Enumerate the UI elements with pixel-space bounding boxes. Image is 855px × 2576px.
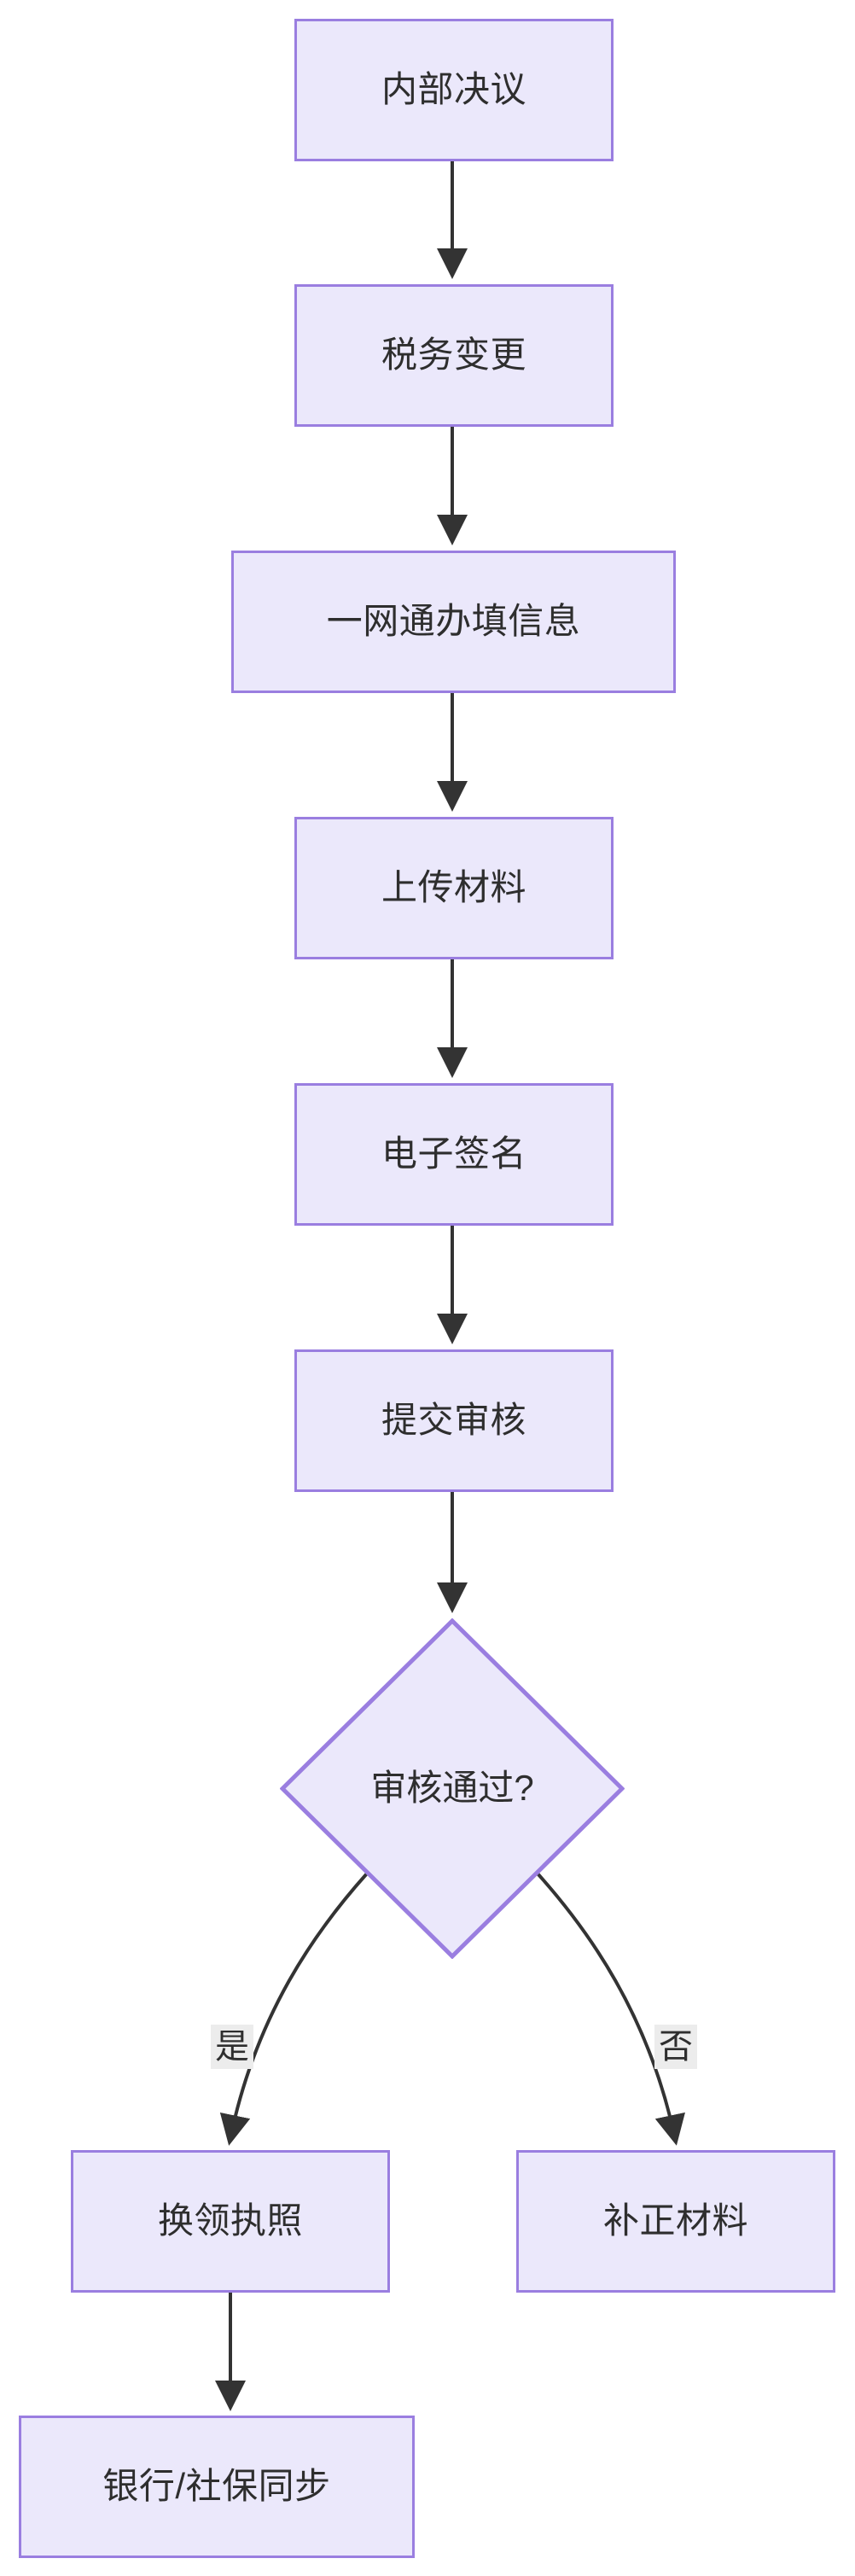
node-label: 银行/社保同步: [102, 2466, 331, 2507]
edge-label-text: 否: [659, 2028, 693, 2066]
node-label: 提交审核: [381, 1400, 526, 1441]
edge-label-no: 否: [654, 2025, 697, 2069]
node-internal-resolution[interactable]: 内部决议: [294, 19, 614, 161]
edge-label-yes: 是: [211, 2025, 253, 2069]
diamond-icon: [280, 1618, 625, 1959]
node-electronic-signature[interactable]: 电子签名: [294, 1083, 614, 1226]
node-label: 税务变更: [381, 335, 526, 376]
node-upload-materials[interactable]: 上传材料: [294, 817, 614, 959]
node-label: 一网通办填信息: [326, 601, 581, 642]
node-label: 审核通过?: [370, 1768, 534, 1809]
node-label: 上传材料: [381, 867, 526, 908]
node-review-passed-decision[interactable]: 审核通过?: [280, 1618, 625, 1959]
node-tax-change[interactable]: 税务变更: [294, 284, 614, 427]
node-one-network-fill-info[interactable]: 一网通办填信息: [231, 551, 676, 693]
node-label: 补正材料: [602, 2200, 748, 2241]
node-supplement-materials[interactable]: 补正材料: [516, 2150, 835, 2293]
node-label: 电子签名: [381, 1134, 526, 1174]
node-bank-social-security-sync[interactable]: 银行/社保同步: [19, 2416, 415, 2558]
edge-label-text: 是: [215, 2028, 249, 2066]
node-label: 换领执照: [157, 2200, 303, 2241]
node-renew-license[interactable]: 换领执照: [71, 2150, 390, 2293]
node-label: 内部决议: [381, 69, 526, 110]
node-submit-for-review[interactable]: 提交审核: [294, 1349, 614, 1492]
